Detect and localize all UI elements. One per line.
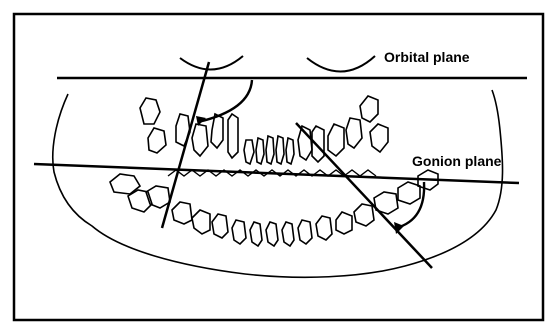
orbital-plane-label: Orbital plane [384, 49, 470, 65]
gonion-plane-label: Gonion plane [412, 153, 502, 169]
